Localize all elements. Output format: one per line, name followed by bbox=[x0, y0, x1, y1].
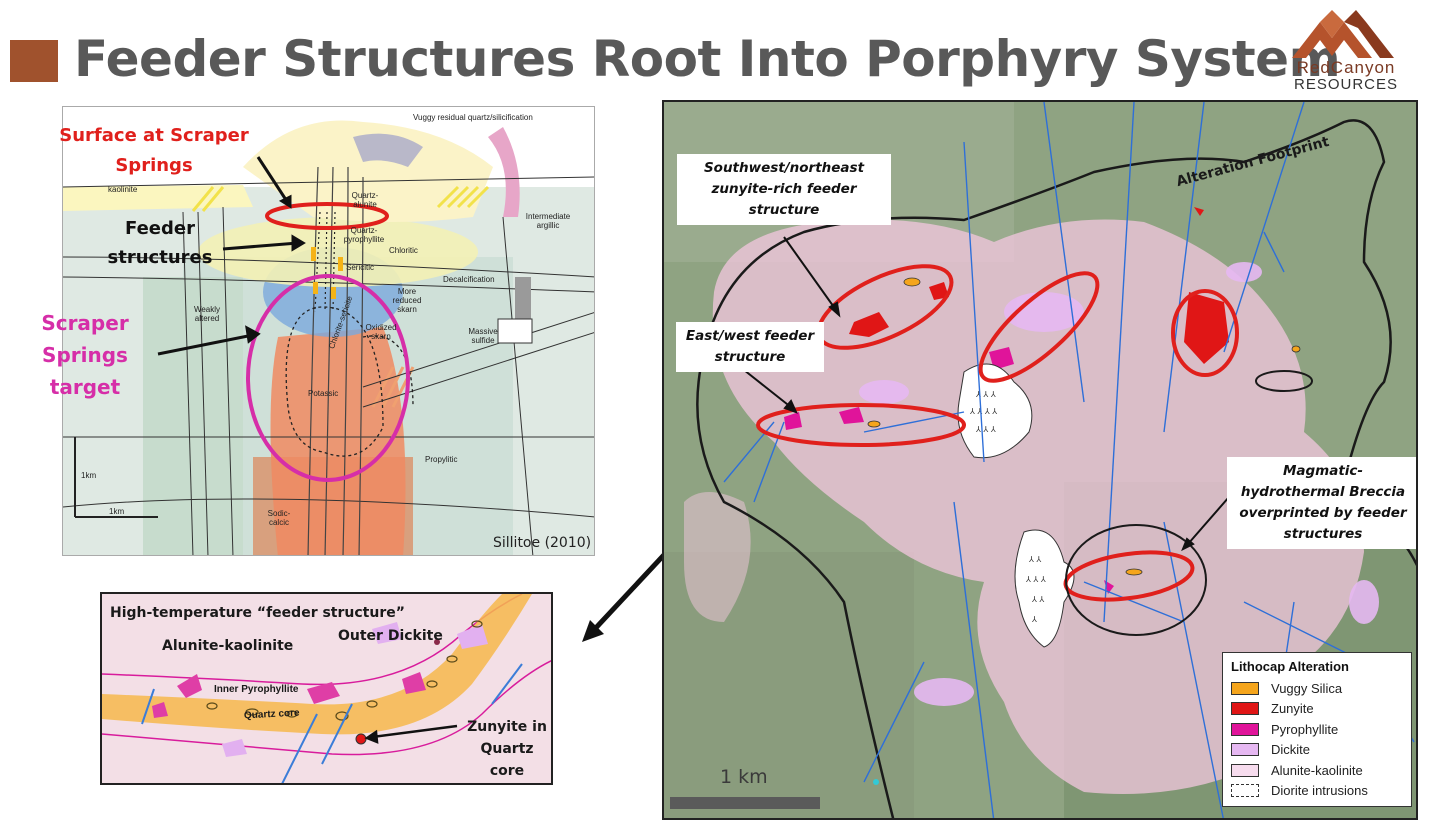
logo-name: RedCanyon bbox=[1296, 58, 1396, 77]
legend-label: Pyrophyllite bbox=[1271, 721, 1339, 737]
legend-label: Vuggy Silica bbox=[1271, 680, 1343, 696]
callout-east-west-feeder: East/west feeder structure bbox=[676, 322, 824, 372]
legend-item: Vuggy Silica bbox=[1231, 678, 1403, 699]
label-intermediate-argillic: Intermediate argillic bbox=[525, 212, 571, 230]
scale-label-horizontal: 1km bbox=[109, 507, 125, 516]
label-quartz-pyrophyllite: Quartz-pyrophyllite bbox=[343, 226, 385, 244]
label-kaolinite: kaolinite bbox=[108, 185, 138, 194]
scale-label-vertical: 1km bbox=[81, 471, 97, 480]
label-sericitic: Sericitic bbox=[346, 263, 375, 272]
legend-swatch bbox=[1231, 784, 1259, 798]
label-sodic-calcic: Sodic-calcic bbox=[267, 509, 291, 527]
label-more-reduced-skarn: More reduced skarn bbox=[392, 287, 422, 314]
legend-swatch bbox=[1231, 702, 1259, 716]
title-accent-square bbox=[10, 40, 58, 82]
legend-item: Pyrophyllite bbox=[1231, 719, 1403, 740]
inset-label-inner-pyrophyllite: Inner Pyrophyllite bbox=[214, 684, 299, 695]
label-decalcification: Decalcification bbox=[443, 275, 495, 284]
legend-swatch bbox=[1231, 681, 1259, 695]
alteration-map: ⅄ ⅄ ⅄ ⅄ ⅄ ⅄ ⅄ ⅄ ⅄ ⅄ ⅄ ⅄ ⅄ ⅄ ⅄ ⅄ ⅄ ⅄ bbox=[662, 100, 1418, 820]
legend-item: Dickite bbox=[1231, 740, 1403, 761]
legend-label: Diorite intrusions bbox=[1271, 783, 1368, 799]
scale-bar-label: 1 km bbox=[720, 766, 768, 788]
inset-label-alunite-kaolinite: Alunite-kaolinite bbox=[162, 638, 294, 654]
label-propylitic: Propylitic bbox=[425, 455, 458, 464]
callout-feeder-structures: Feeder structures bbox=[107, 218, 213, 268]
legend-item: Zunyite bbox=[1231, 699, 1403, 720]
citation: Sillitoe (2010) bbox=[493, 535, 592, 551]
svg-text:⅄ ⅄ ⅄: ⅄ ⅄ ⅄ bbox=[1025, 575, 1046, 584]
company-logo: RedCanyon RESOURCES bbox=[1262, 8, 1430, 94]
label-weakly-altered: Weakly altered bbox=[193, 305, 221, 323]
logo-subtitle: RESOURCES bbox=[1293, 76, 1399, 93]
callout-breccia: Magmatic-hydrothermal Breccia overprinte… bbox=[1227, 457, 1416, 549]
legend-swatch bbox=[1231, 763, 1259, 777]
slide-title: Feeder Structures Root Into Porphyry Sys… bbox=[74, 30, 1341, 88]
label-oxidized-skarn: Oxidized skarn bbox=[365, 323, 397, 341]
label-massive-sulfide: Massive sulfide bbox=[468, 327, 498, 345]
label-potassic: Potassic bbox=[308, 389, 339, 398]
svg-text:⅄: ⅄ bbox=[1031, 615, 1037, 624]
legend-label: Dickite bbox=[1271, 742, 1311, 758]
callout-surface-scraper-springs: Surface at Scraper Springs bbox=[59, 125, 249, 176]
svg-text:⅄ ⅄: ⅄ ⅄ bbox=[1031, 595, 1044, 604]
svg-text:⅄ ⅄ ⅄: ⅄ ⅄ ⅄ bbox=[975, 390, 996, 399]
legend-item: Diorite intrusions bbox=[1231, 781, 1403, 802]
label-quartz-alunite: Quartz-alunite bbox=[351, 191, 379, 209]
legend-swatch bbox=[1231, 722, 1259, 736]
svg-text:⅄ ⅄ ⅄: ⅄ ⅄ ⅄ bbox=[975, 425, 996, 434]
label-chloritic: Chloritic bbox=[389, 246, 418, 255]
logo-mark-icon bbox=[1292, 10, 1394, 58]
inset-label-outer-dickite: Outer Dickite bbox=[338, 628, 443, 644]
inset-graphic bbox=[102, 594, 551, 783]
legend-item: Alunite-kaolinite bbox=[1231, 760, 1403, 781]
legend-title: Lithocap Alteration bbox=[1231, 659, 1349, 674]
legend-label: Alunite-kaolinite bbox=[1271, 762, 1363, 778]
porphyry-diagram-graphic bbox=[63, 120, 594, 555]
porphyry-diagram: Vuggy residual quartz/silicification kao… bbox=[62, 106, 595, 556]
svg-text:⅄ ⅄: ⅄ ⅄ bbox=[1028, 555, 1041, 564]
label-vuggy-residual: Vuggy residual quartz/silicification bbox=[413, 113, 533, 122]
callout-sw-ne-feeder: Southwest/northeast zunyite-rich feeder … bbox=[677, 154, 891, 225]
inset-title: High-temperature “feeder structure” bbox=[110, 605, 405, 621]
callout-scraper-springs-target: Scraper Springs target bbox=[41, 311, 129, 399]
inset-label-zunyite: Zunyite in Quartz core bbox=[467, 719, 547, 779]
legend-swatch bbox=[1231, 743, 1259, 757]
feeder-structure-inset: High-temperature “feeder structure” Alun… bbox=[100, 592, 553, 785]
legend-label: Zunyite bbox=[1271, 701, 1314, 717]
svg-text:⅄ ⅄ ⅄ ⅄: ⅄ ⅄ ⅄ ⅄ bbox=[969, 407, 997, 416]
